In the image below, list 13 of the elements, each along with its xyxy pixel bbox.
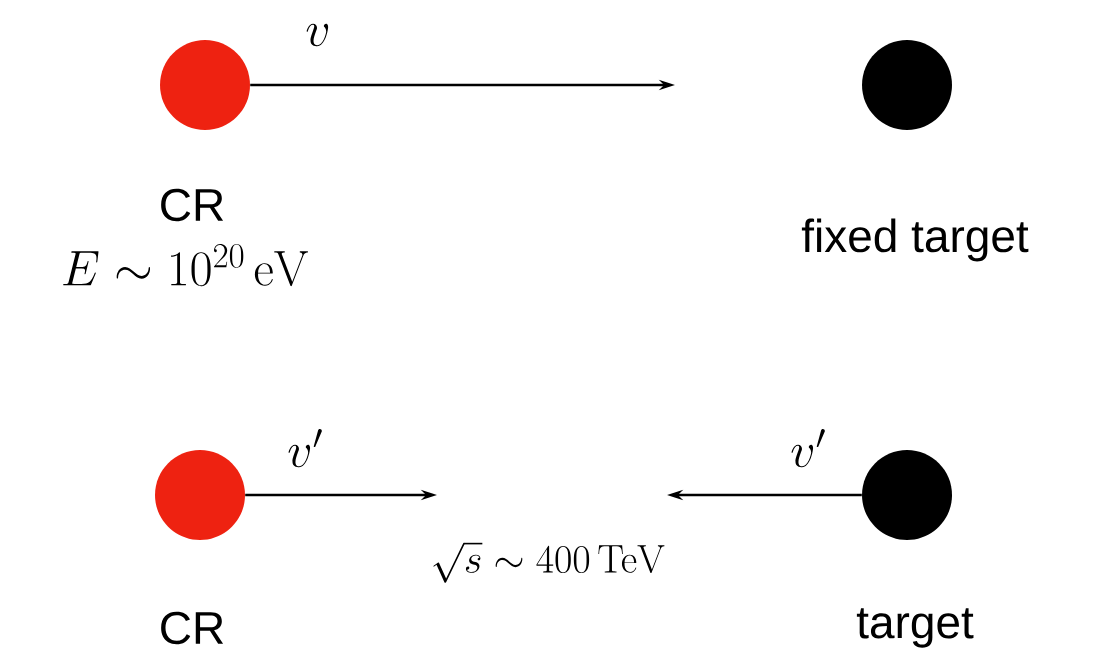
dot bbox=[862, 450, 952, 540]
dot bbox=[862, 40, 952, 130]
edge-label: $v$ bbox=[306, 23, 329, 47]
node-label: fixed target bbox=[801, 218, 1029, 262]
formula: $E \sim 10^{20}\,\mathrm{eV}$ bbox=[63, 244, 308, 287]
dot bbox=[155, 450, 245, 540]
formula: $\sqrt{s} \sim 400\,\mathrm{TeV}$ bbox=[433, 542, 665, 583]
edge-label: $v'$ bbox=[288, 429, 322, 468]
edge-label: $v'$ bbox=[791, 429, 825, 468]
node-label: CR bbox=[161, 188, 224, 222]
node-label: target bbox=[856, 608, 974, 648]
node-label: CR bbox=[161, 611, 224, 645]
dot bbox=[160, 40, 250, 130]
